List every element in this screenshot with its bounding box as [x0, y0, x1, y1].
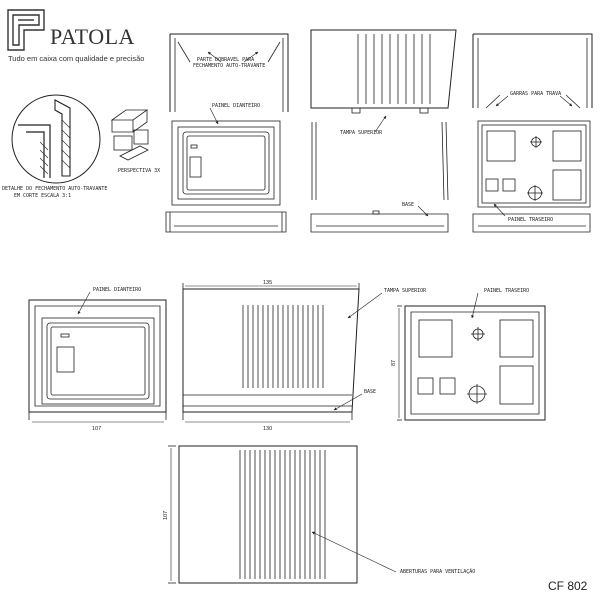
vent-slots-plan	[239, 450, 326, 579]
label-painel-dianteiro-top: PAINEL DIANTEIRO	[212, 103, 260, 109]
label-detalhe-2: EM CORTE ESCALA 3:1	[14, 193, 71, 199]
label-base-bottom: BASE	[364, 389, 376, 395]
label-aberturas-ventilacao: ABERTURAS PARA VENTILAÇÃO	[400, 568, 475, 575]
dim-front-width: 107	[92, 426, 101, 432]
exploded-rear-group	[472, 33, 593, 233]
model-code: CF 802	[548, 579, 588, 593]
vent-slots-side	[242, 305, 324, 388]
closing-detail-section	[11, 94, 101, 184]
exploded-front-group	[165, 33, 289, 233]
callout-labels: PARTE DOBRAVEL PARA FECHAMENTO AUTO-TRAV…	[2, 57, 561, 575]
front-view	[28, 299, 167, 423]
label-parte-dobravel-1: PARTE DOBRAVEL PARA	[197, 57, 254, 63]
label-garras-trava: GARRAS PARA TRAVA	[510, 91, 561, 97]
plan-view	[168, 445, 358, 584]
dim-plan-depth: 107	[163, 511, 169, 520]
dim-rear-height: 87	[391, 360, 397, 366]
label-tampa-superior-top: TAMPA SUPERIOR	[340, 130, 383, 136]
label-perspectiva: PERSPECTIVA 3X	[118, 168, 160, 174]
dimension-labels: 107 135 130 87 107	[92, 280, 397, 520]
vent-slots-top	[357, 34, 431, 104]
logo-mark-icon	[7, 9, 45, 51]
label-painel-traseiro-bottom: PAINEL TRASEIRO	[484, 288, 529, 294]
patola-logo: PATOLA Tudo em caixa com qualidade e pre…	[7, 9, 144, 63]
brand-name: PATOLA	[50, 24, 135, 49]
brand-tagline: Tudo em caixa com qualidade e precisão	[8, 54, 144, 63]
label-painel-traseiro-top: PAINEL TRASEIRO	[508, 217, 553, 223]
label-parte-dobravel-2: FECHAMENTO AUTO-TRAVANTE	[193, 63, 265, 69]
label-painel-dianteiro-bottom: PAINEL DIANTEIRO	[93, 287, 141, 293]
exploded-side-group	[310, 29, 457, 233]
dim-bottom-width: 130	[263, 426, 272, 432]
dim-top-width: 135	[263, 280, 272, 286]
leader-lines	[77, 51, 573, 573]
label-detalhe-1: DETALHE DO FECHAMENTO AUTO-TRAVANTE	[2, 186, 107, 192]
label-tampa-superior-bottom: TAMPA SUPERIOR	[384, 288, 427, 294]
rear-view	[397, 305, 546, 421]
label-base-top: BASE	[402, 202, 414, 208]
perspective-sketch	[110, 109, 149, 161]
side-view	[182, 283, 360, 423]
